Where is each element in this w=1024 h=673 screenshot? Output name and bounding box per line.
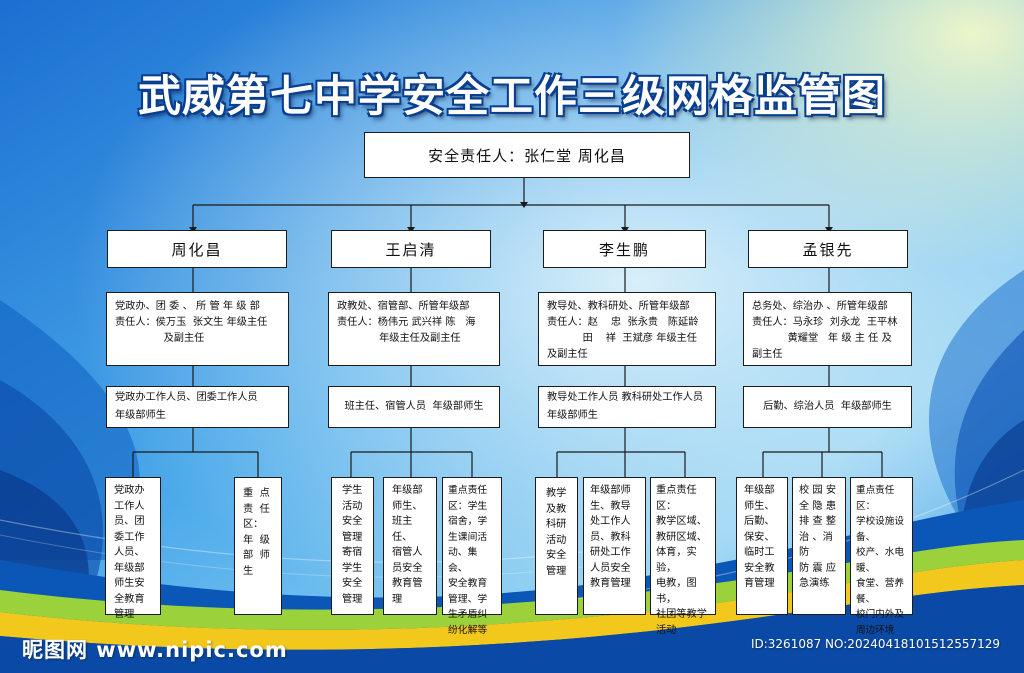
watermark-left: 昵图网 www.nipic.com bbox=[22, 638, 288, 662]
watermark-right: ID:3261087 NO:20240418101512557129 bbox=[750, 637, 1000, 651]
manager-box: 政教处、宿管部、所管年级部 责任人：杨伟元 武兴祥 陈 海 年级主任及副主任 bbox=[328, 292, 500, 366]
leaf-box: 学生 活动 安全 管理 寄宿 学生 安全 管理 bbox=[331, 477, 374, 615]
leader-name: 王启清 bbox=[385, 240, 437, 259]
staff-box: 后勤、综治人员 年级部师生 bbox=[743, 386, 912, 428]
leaf-box: 重点责任区： 学校设施设备、 校产、水电暖、 食堂、营养餐、 校门内外及 周边环… bbox=[850, 477, 913, 636]
leader-box-wang: 王启清 bbox=[331, 230, 491, 268]
staff-box: 教导处工作人员 教科研处工作人员 年级部师生 bbox=[538, 386, 716, 428]
leaf-box: 校 园 安 全 隐 患 排 查 整 治 、消 防 防 震 应 急演练 bbox=[792, 477, 846, 615]
leaf-box: 重点责任区： 教学区域、 教研区域、 体育，实验， 电教，图书， 社团等教学 活… bbox=[650, 477, 716, 636]
leader-box-zhou: 周化昌 bbox=[107, 230, 287, 268]
manager-box: 总务处、综治办 、所管年级部 责任人：马永珍 刘永龙 王平林 黄耀堂 年 级 主… bbox=[743, 292, 912, 366]
leader-name: 李生鹏 bbox=[598, 240, 650, 259]
manager-box: 教导处、教科研处、所管年级部 责任人：赵 忠 张永贵 陈延龄 田 祥 王斌彦 年… bbox=[538, 292, 716, 366]
leaf-box: 年级部 师生、 后勤、 保安、 临时工 安全教 育管理 bbox=[736, 477, 788, 615]
staff-box: 党政办工作人员、团委工作人员 年级部师生 bbox=[106, 386, 289, 428]
manager-box: 党政办、团 委 、 所 管 年 级 部 责任人：侯万玉 张文生 年级主任 及副主… bbox=[106, 292, 289, 366]
leader-box-meng: 孟银先 bbox=[748, 230, 908, 268]
leaf-box: 教学 及教 科研 活动 安全 管理 bbox=[535, 477, 578, 615]
chief-responsible-text: 安全责任人：张仁堂 周化昌 bbox=[428, 146, 626, 165]
leader-name: 周化昌 bbox=[171, 240, 223, 259]
leaf-box: 党政办 工作人 员、团 委工作 人员、 年级部 师生安 全教育 管理 bbox=[105, 477, 161, 620]
staff-box: 班主任、宿管人员 年级部师生 bbox=[328, 386, 500, 428]
leader-name: 孟银先 bbox=[802, 240, 854, 259]
page-title: 武威第七中学安全工作三级网格监管图 bbox=[138, 72, 886, 122]
leaf-box: 年级部师 生、教导 处工作人 员、教科 研处工作 人员安全 教育管理 bbox=[583, 477, 646, 615]
leaf-box: 重 点 责 任 区： 年 级 部 师 生 bbox=[234, 477, 282, 615]
leaf-box: 重点责任 区：学生 宿舍，学 生课间活 动、集会、 安全教育 管理、学 生矛盾纠… bbox=[442, 477, 502, 636]
leaf-box: 年级部 师生、 班主任、 宿管人 员安全 教育管 理 bbox=[383, 477, 437, 615]
leader-box-li: 李生鹏 bbox=[543, 230, 706, 268]
chief-responsible-box: 安全责任人：张仁堂 周化昌 bbox=[364, 132, 690, 178]
